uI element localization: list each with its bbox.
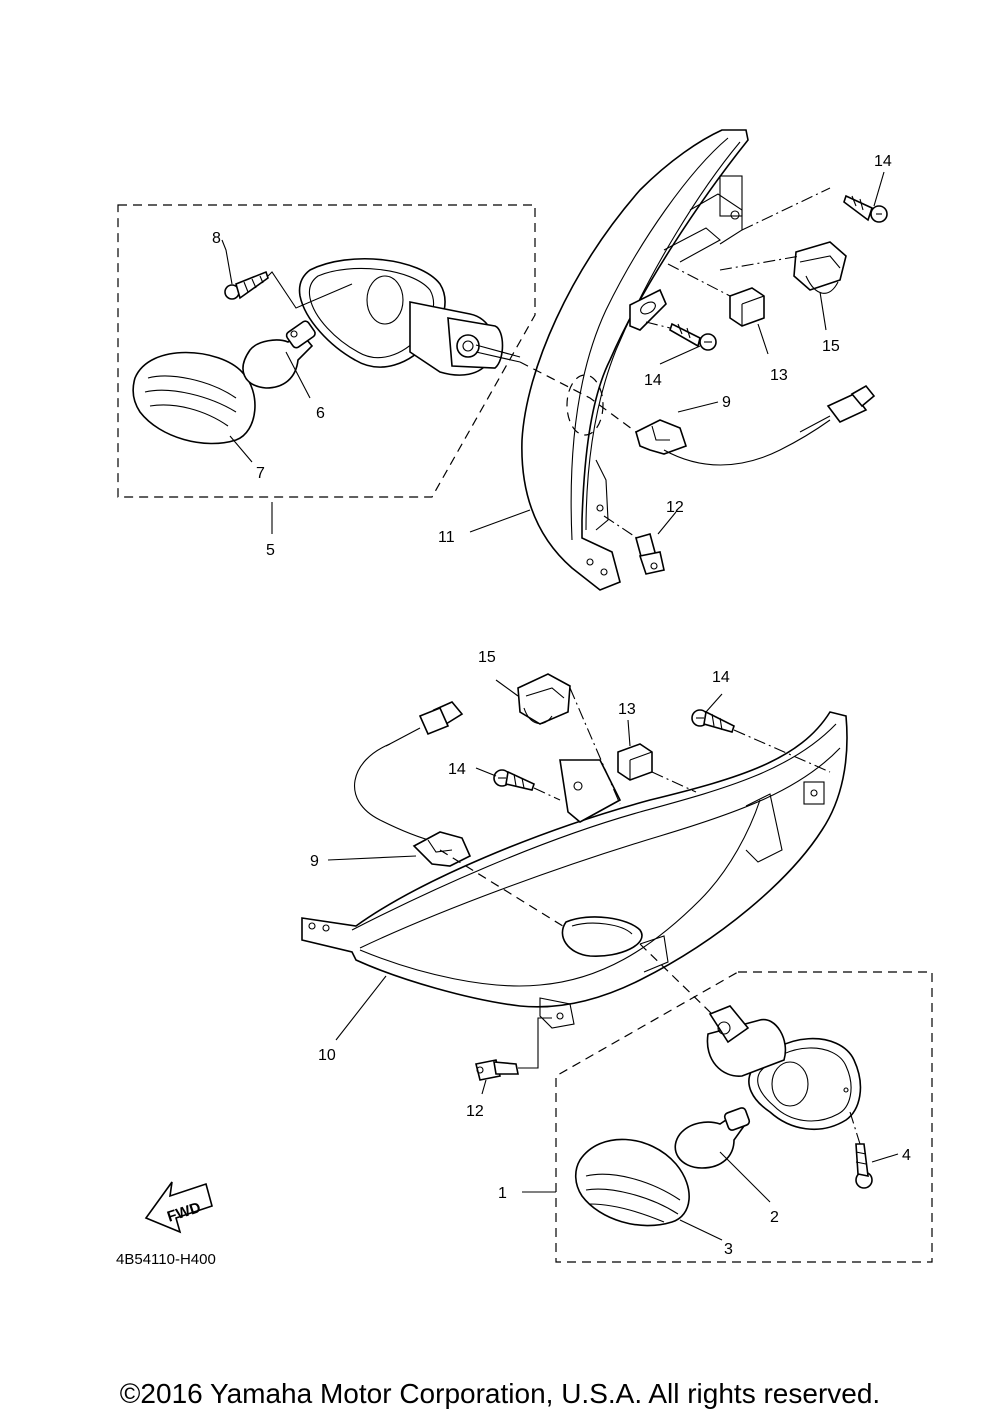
callout-6: 6 [316,405,325,422]
callout-2: 2 [770,1209,779,1226]
damper-part-13-bottom [617,743,653,781]
flasher-housing-bottom [706,1005,862,1131]
callout-9-bottom: 9 [310,853,319,870]
callout-15-top: 15 [822,338,840,355]
socket-part-9-bottom [354,701,472,867]
bulb-part-2 [674,1107,751,1169]
flasher-assembly-boundary-bottom [555,971,933,1263]
screw-part-14-top-right [843,194,888,223]
callout-13-bottom: 13 [618,701,636,718]
callout-14-top-right: 14 [874,153,892,170]
flasher-lens-part-3 [574,1138,690,1227]
callout-12-bottom: 12 [466,1103,484,1120]
screw-part-4 [855,1143,873,1189]
callout-14-bottom-left: 14 [448,761,466,778]
screw-part-14-bottom-right [691,709,735,733]
callout-9-top: 9 [722,394,731,411]
grommet-part-12-bottom [475,1059,519,1081]
bulb-part-6 [242,320,316,389]
callout-10: 10 [318,1047,336,1064]
callout-4: 4 [902,1147,911,1164]
callout-14-top-mid: 14 [644,372,662,389]
damper-part-13-top [729,287,765,327]
diagram-code: 4B54110-H400 [116,1251,216,1268]
screw-part-14-top-mid [669,322,717,351]
callout-3: 3 [724,1241,733,1258]
callout-1: 1 [498,1185,507,1202]
forward-direction-arrow: FWD [144,1181,213,1234]
screw-part-8 [224,270,269,300]
screw-part-14-bottom-left [493,769,535,791]
cover-part-10 [301,711,848,1029]
flasher-assembly-boundary-top [117,204,536,498]
socket-part-9-top [635,384,876,466]
callout-13-top: 13 [770,367,788,384]
callout-14-bottom-right: 14 [712,669,730,686]
callout-7: 7 [256,465,265,482]
copyright-notice: ©2016 Yamaha Motor Corporation, U.S.A. A… [119,1378,881,1409]
flasher-lens-part-7 [132,351,256,445]
clip-part-15-bottom [517,673,571,725]
callout-8: 8 [212,230,221,247]
clip-part-15-top [793,241,847,294]
flasher-housing-top [298,257,521,376]
callout-11: 11 [438,529,455,546]
callout-12-top: 12 [666,499,684,516]
tail-cover-part-11 [521,129,749,591]
callout-15-bottom: 15 [478,649,496,666]
callout-5: 5 [266,542,275,559]
grommet-part-12-top [635,533,665,575]
